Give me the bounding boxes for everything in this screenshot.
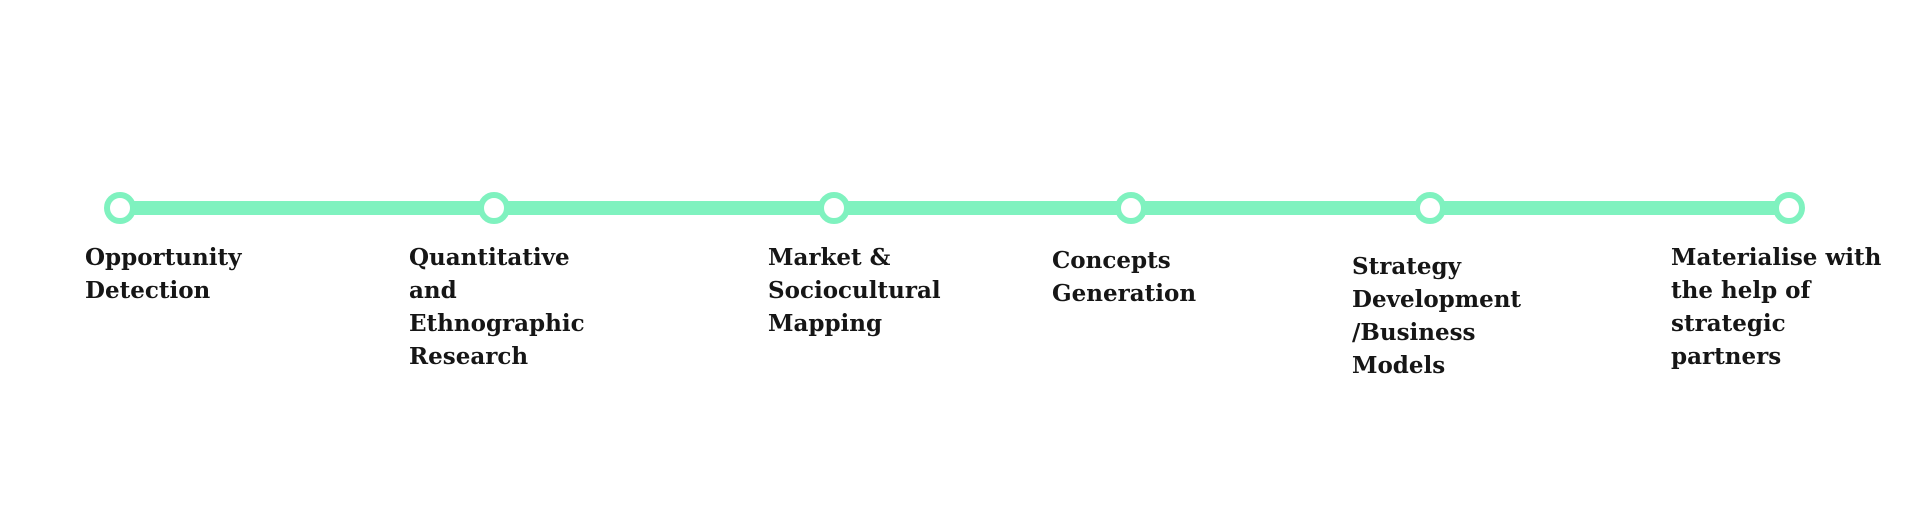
timeline-track <box>120 201 1790 215</box>
step-label-opportunity-detection: Opportunity Detection <box>85 244 242 304</box>
step-node-mapping <box>818 192 850 224</box>
step-label-materialise: Materialise with the help of strategic p… <box>1671 244 1882 370</box>
step-label-research: Quantitative and Ethnographic Research <box>409 244 585 370</box>
step-node-opportunity-detection <box>104 192 136 224</box>
step-label-strategy-development: Strategy Development /Business Models <box>1352 253 1522 379</box>
step-label-mapping: Market & Sociocultural Mapping <box>768 244 941 337</box>
step-label-concepts-generation: Concepts Generation <box>1052 247 1197 307</box>
step-node-strategy-development <box>1414 192 1446 224</box>
step-node-materialise <box>1773 192 1805 224</box>
step-node-concepts-generation <box>1115 192 1147 224</box>
step-node-research <box>478 192 510 224</box>
